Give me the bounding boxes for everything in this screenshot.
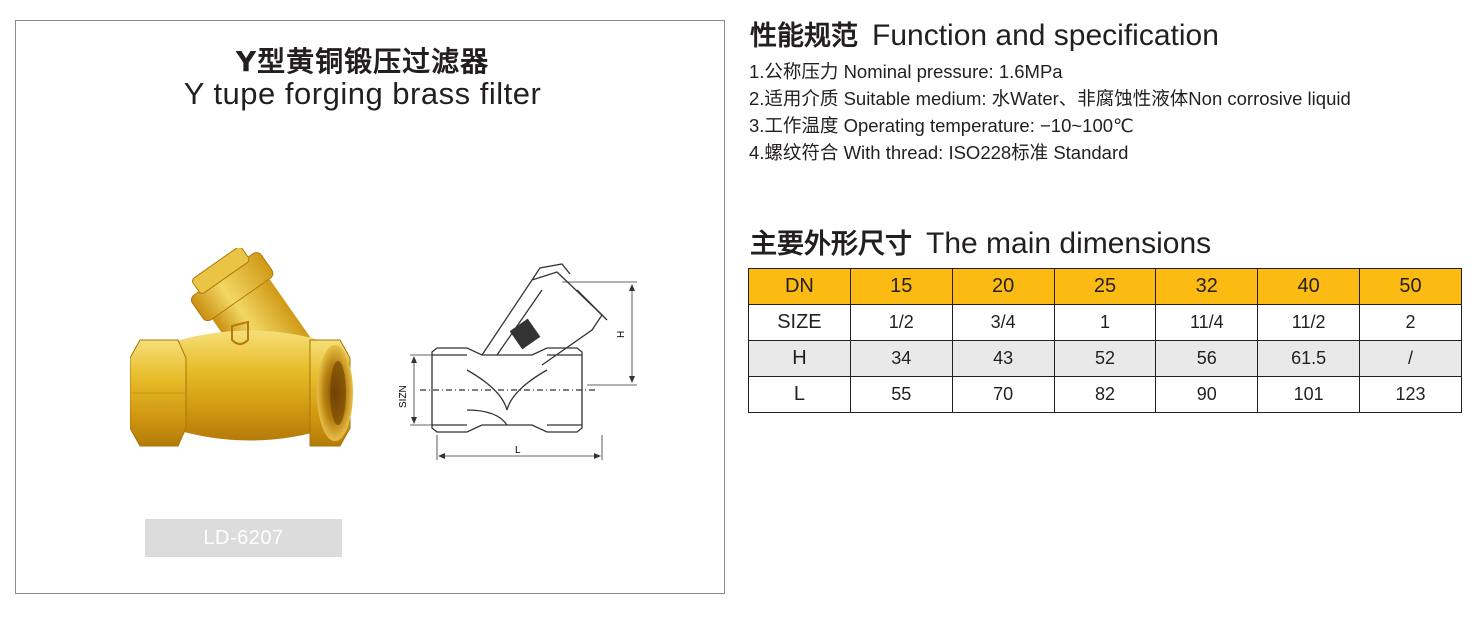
table-cell: 43 [951, 340, 1055, 377]
product-photo [130, 248, 353, 447]
table-cell: 34 [849, 340, 953, 377]
dimensions-heading: 主要外形尺寸 The main dimensions [750, 222, 1211, 261]
table-cell: 52 [1053, 340, 1157, 377]
table-cell: / [1359, 340, 1462, 377]
table-header-cell: 40 [1257, 268, 1361, 305]
spec-list: 1.公称压力 Nominal pressure: 1.6MPa 2.适用介质 S… [749, 58, 1351, 166]
table-cell: H [748, 340, 851, 377]
table-cell: L [748, 376, 851, 413]
spec-item-thread: 4.螺纹符合 With thread: ISO228标准 Standard [749, 142, 1129, 163]
spec-item-temperature: 3.工作温度 Operating temperature: −10~100℃ [749, 115, 1134, 136]
table-row: SIZE 1/2 3/4 1 11/4 11/2 2 [748, 304, 1462, 341]
spec-heading-en: Function and specification [872, 19, 1219, 52]
table-header-cell: 20 [951, 268, 1055, 305]
table-row: L 55 70 82 90 101 123 [748, 376, 1462, 413]
drawing-label-h: H [616, 331, 627, 338]
drawing-label-l: L [515, 445, 521, 456]
table-cell: 56 [1155, 340, 1259, 377]
product-card [15, 20, 725, 594]
table-header-cell: 32 [1155, 268, 1259, 305]
table-cell: 11/4 [1155, 304, 1259, 341]
dimensions-table: DN 15 20 25 32 40 50 SIZE 1/2 3/4 1 11/4… [748, 268, 1462, 413]
spec-item-medium: 2.适用介质 Suitable medium: 水Water、非腐蚀性液体Non… [749, 88, 1351, 109]
table-cell: 1 [1053, 304, 1157, 341]
table-header-cell: 50 [1359, 268, 1462, 305]
table-header-row: DN 15 20 25 32 40 50 [748, 268, 1462, 305]
product-title-cn: Y型黄铜锻压过滤器 [235, 45, 490, 78]
table-cell: 11/2 [1257, 304, 1361, 341]
table-cell: 2 [1359, 304, 1462, 341]
technical-drawing: H SIZN L [398, 263, 637, 460]
model-badge: LD-6207 [145, 519, 342, 557]
table-cell: 101 [1257, 376, 1361, 413]
table-cell: SIZE [748, 304, 851, 341]
spec-heading-cn: 性能规范 [750, 21, 858, 52]
product-title-en: Y tupe forging brass filter [183, 76, 542, 111]
table-header-cell: 25 [1053, 268, 1157, 305]
table-cell: 123 [1359, 376, 1462, 413]
table-row: H 34 43 52 56 61.5 / [748, 340, 1462, 377]
dimensions-heading-en: The main dimensions [926, 227, 1212, 260]
table-header-cell: 15 [849, 268, 953, 305]
dimensions-heading-cn: 主要外形尺寸 [750, 229, 912, 260]
spec-heading: 性能规范 Function and specification [750, 14, 1219, 53]
table-cell: 82 [1053, 376, 1157, 413]
table-cell: 61.5 [1257, 340, 1361, 377]
table-cell: 1/2 [849, 304, 953, 341]
table-cell: 70 [951, 376, 1055, 413]
table-cell: 90 [1155, 376, 1259, 413]
table-cell: 55 [849, 376, 953, 413]
table-header-cell: DN [748, 268, 851, 305]
drawing-label-size: SIZN [398, 385, 409, 408]
spec-item-pressure: 1.公称压力 Nominal pressure: 1.6MPa [749, 61, 1063, 82]
table-cell: 3/4 [951, 304, 1055, 341]
